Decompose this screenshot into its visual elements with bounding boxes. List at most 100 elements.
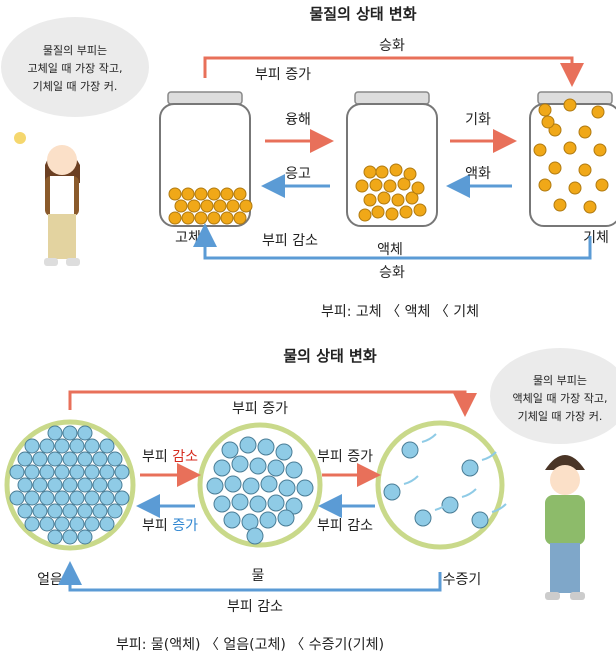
particle [355, 179, 369, 193]
particle [221, 441, 239, 459]
particle [54, 516, 70, 532]
bubble1-line3: 기체일 때 가장 커. [33, 79, 118, 93]
particle [578, 125, 592, 139]
particle [92, 503, 108, 519]
vaporization-label: 기화 [465, 112, 491, 128]
particle [24, 490, 40, 506]
particle [17, 503, 33, 519]
particle [377, 191, 391, 205]
particle [9, 490, 25, 506]
particle [239, 436, 257, 454]
particle [84, 464, 100, 480]
particle [168, 187, 182, 201]
particle [285, 497, 303, 515]
particle [389, 163, 403, 177]
particle [259, 511, 277, 529]
particle [246, 527, 264, 545]
particle [187, 199, 201, 213]
liquid-jar [346, 91, 438, 227]
particle [296, 479, 314, 497]
particle [24, 464, 40, 480]
melting-label: 융해 [285, 112, 311, 128]
water-to-vapor-label: 부피 증가 [317, 449, 373, 465]
particle [62, 529, 78, 545]
particle [39, 516, 55, 532]
particle [411, 181, 425, 195]
particle [257, 438, 275, 456]
particle [99, 438, 115, 454]
particle [391, 193, 405, 207]
particle [383, 179, 397, 193]
particle [206, 477, 224, 495]
particle [99, 464, 115, 480]
particle [358, 208, 372, 222]
particle [200, 199, 214, 213]
particle [114, 464, 130, 480]
particle [207, 187, 221, 201]
water-to-ice-prefix: 부피 [142, 518, 172, 534]
particle [363, 165, 377, 179]
particle [168, 211, 182, 225]
bubble2-line3: 기체일 때 가장 커. [518, 409, 603, 423]
top-volume-increase-arrow [68, 390, 477, 417]
particle [578, 163, 592, 177]
particle [375, 165, 389, 179]
gas-jar [529, 91, 616, 227]
particle [369, 178, 383, 192]
bubble1-line1: 물질의 부피는 [43, 44, 107, 57]
bubble2-line1: 물의 부피는 [533, 374, 587, 387]
particle [62, 477, 78, 493]
particle [363, 193, 377, 207]
particle [563, 141, 577, 155]
particle [69, 516, 85, 532]
particle [583, 200, 597, 214]
particle [107, 451, 123, 467]
particle [593, 143, 607, 157]
particle [39, 438, 55, 454]
particle [591, 105, 605, 119]
particle [568, 181, 582, 195]
speech-bubble-1: 물질의 부피는 고체일 때 가장 작고, 기체일 때 가장 커. [1, 17, 149, 117]
liquid-label: 액체 [377, 242, 403, 258]
particle [114, 490, 130, 506]
volume-increase-label: 부피 증가 [255, 67, 311, 83]
particle [24, 516, 40, 532]
particle [595, 178, 609, 192]
particle [62, 451, 78, 467]
particle [77, 503, 93, 519]
solid-label: 고체 [175, 230, 201, 246]
particle [397, 177, 411, 191]
particle [277, 509, 295, 527]
particle [17, 451, 33, 467]
bottom-volume-decrease-arrow [58, 561, 442, 592]
particle [69, 438, 85, 454]
particle [220, 187, 234, 201]
particle [47, 425, 63, 441]
ice-particles [4, 419, 136, 551]
particle [414, 509, 432, 527]
particle [39, 464, 55, 480]
particle [441, 496, 459, 514]
particle [84, 490, 100, 506]
vapor-particles [375, 420, 507, 550]
particle [32, 477, 48, 493]
particle [54, 438, 70, 454]
particle [17, 477, 33, 493]
particle [84, 516, 100, 532]
particle [383, 483, 401, 501]
vapor-label: 수증기 [443, 572, 482, 588]
particle [62, 425, 78, 441]
particle [99, 490, 115, 506]
particle [275, 443, 293, 461]
particle [538, 103, 552, 117]
particle [233, 187, 247, 201]
vapor-to-water-label: 부피 감소 [317, 518, 373, 534]
particle [242, 477, 260, 495]
section2-summary: 부피: 물(액체) 〈 얼음(고체) 〈 수증기(기체) [116, 637, 384, 653]
solid-jar [159, 91, 253, 227]
particle [249, 457, 267, 475]
bottom-deposition-arrow [193, 223, 592, 260]
particle [548, 161, 562, 175]
particle [461, 459, 479, 477]
